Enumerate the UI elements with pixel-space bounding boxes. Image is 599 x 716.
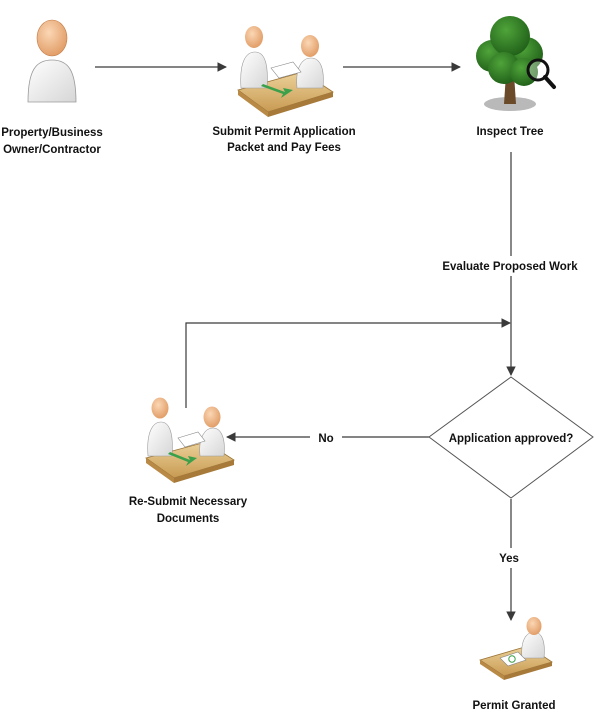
resubmit-label: Re-Submit Necessary Documents (129, 496, 248, 525)
tree-inspection-icon (476, 16, 556, 111)
desk-signing-icon (479, 617, 553, 680)
inspect-label: Inspect Tree (476, 126, 543, 138)
resubmit-label-line-2: Documents (157, 513, 220, 525)
arrow-resubmit-loop (185, 318, 511, 408)
submit-label-line-1: Submit Permit Application (212, 126, 355, 138)
evaluate-label-bg (436, 256, 586, 276)
yes-edge-label: Yes (499, 553, 519, 565)
owner-label-line-2: Owner/Contractor (3, 144, 101, 156)
owner-label-line-1: Property/Business (1, 127, 103, 139)
person-icon (27, 19, 77, 103)
decision-label: Application approved? (449, 433, 574, 445)
office-meeting-icon (145, 397, 235, 483)
evaluate-edge-label: Evaluate Proposed Work (442, 261, 578, 273)
decision-diamond (428, 376, 594, 499)
submit-label-line-2: Packet and Pay Fees (227, 142, 341, 154)
owner-label: Property/Business Owner/Contractor (1, 127, 103, 156)
submit-label: Submit Permit Application Packet and Pay… (212, 126, 355, 154)
magnifier-icon (526, 58, 550, 82)
connectors (95, 62, 516, 621)
office-meeting-icon (237, 26, 334, 117)
no-edge-label: No (318, 433, 333, 445)
granted-label: Permit Granted (472, 700, 555, 712)
resubmit-label-line-1: Re-Submit Necessary (129, 496, 248, 508)
